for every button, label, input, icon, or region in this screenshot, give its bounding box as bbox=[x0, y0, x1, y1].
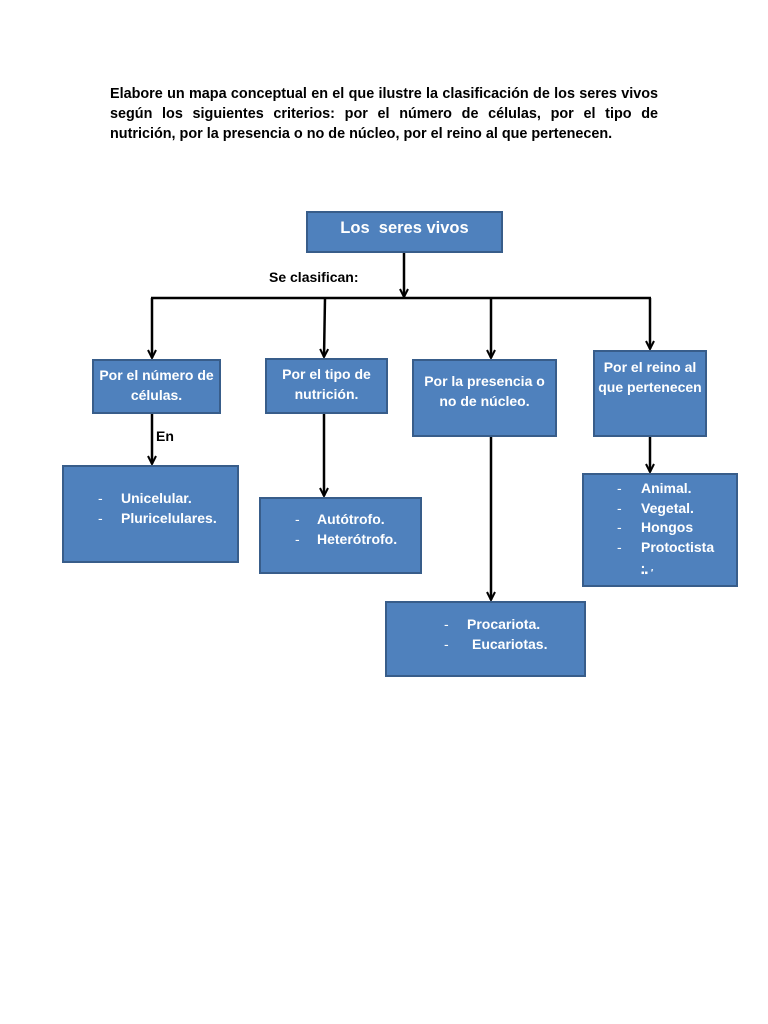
category-label: Por el tipo de nutrición. bbox=[282, 366, 371, 402]
root-node-label: Los seres vivos bbox=[340, 219, 469, 237]
list-marker: - bbox=[295, 531, 300, 547]
list-item: -Pluricelulares. bbox=[98, 510, 217, 526]
root-node: Los seres vivos bbox=[306, 211, 503, 253]
list-marker: - bbox=[617, 538, 622, 555]
arrow-to-cat-nutrition bbox=[324, 297, 325, 357]
list-item: -Eucariotas. bbox=[444, 636, 548, 652]
list-item: -Unicelular. bbox=[98, 490, 192, 506]
list-node-nucleus: -Procariota. -Eucariotas. bbox=[385, 601, 586, 677]
category-label: Por el reino al que pertenecen bbox=[598, 359, 702, 395]
list-item: -Vegetal. bbox=[584, 499, 736, 519]
list-marker: - bbox=[617, 519, 622, 536]
list-node-nutrition: -Autótrofo. -Heterótrofo. bbox=[259, 497, 422, 574]
list-item: -Hongos bbox=[584, 518, 736, 538]
list-marker: - bbox=[617, 480, 622, 496]
list-marker: - bbox=[295, 511, 300, 527]
category-node-kingdom: Por el reino al que pertenecen bbox=[593, 350, 707, 437]
list-item: -Animal. bbox=[584, 479, 736, 499]
list-item: -Autótrofo. bbox=[295, 511, 385, 527]
list-marker: - bbox=[444, 616, 449, 632]
category-label: Por el número de células. bbox=[99, 367, 214, 403]
clipped-text-fragment: ▪▪ ′ bbox=[641, 569, 654, 576]
list-item: -Heterótrofo. bbox=[295, 531, 398, 547]
connector-label-se-clasifican: Se clasifican: bbox=[269, 269, 359, 285]
category-node-nutrition: Por el tipo de nutrición. bbox=[265, 358, 388, 414]
list-marker: - bbox=[98, 510, 103, 526]
list-item-tail: . bbox=[641, 555, 645, 572]
connector-label-en: En bbox=[156, 428, 174, 444]
list-marker: - bbox=[98, 490, 103, 506]
list-marker: - bbox=[617, 499, 622, 516]
list-item: -Protoctista bbox=[584, 538, 736, 558]
list-marker: - bbox=[444, 636, 449, 652]
category-node-cells: Por el número de células. bbox=[92, 359, 221, 414]
list-item: -Procariota. bbox=[444, 616, 541, 632]
category-node-nucleus: Por la presencia o no de núcleo. bbox=[412, 359, 557, 437]
list-node-kingdom: -Animal. -Vegetal. -Hongos -Protoctista … bbox=[582, 473, 738, 587]
list-node-cells: -Unicelular. -Pluricelulares. bbox=[62, 465, 239, 563]
category-label: Por la presencia o no de núcleo. bbox=[424, 373, 545, 409]
instructions-text: Elabore un mapa conceptual en el que ilu… bbox=[110, 86, 658, 142]
